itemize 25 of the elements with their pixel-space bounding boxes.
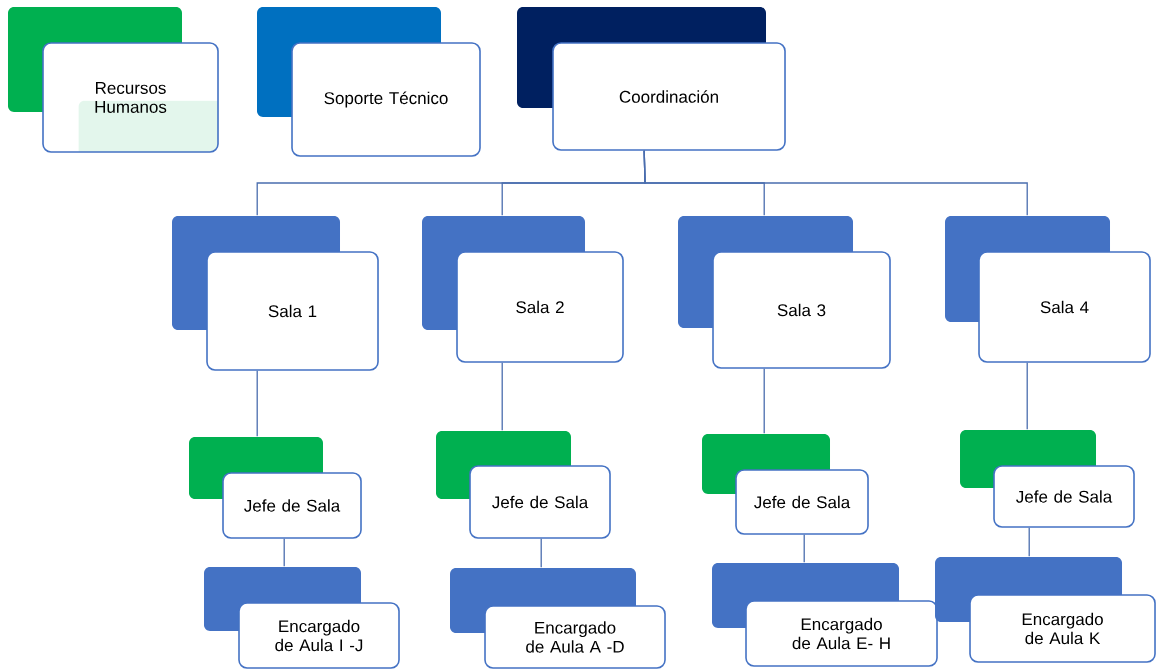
- connector-line: [540, 538, 542, 568]
- connector-line: [1026, 362, 1028, 430]
- connector-line: [643, 150, 1028, 216]
- connector-line: [763, 368, 765, 434]
- connector-line: [1028, 527, 1030, 557]
- org-box: Encargado de Aula A -D: [450, 568, 666, 669]
- connector-line: [501, 362, 503, 431]
- org-box: Encargado de Aula E- H: [712, 563, 938, 667]
- org-box: Coordinación: [517, 7, 786, 151]
- org-box: Encargado de Aula I -J: [204, 567, 400, 669]
- org-box: Jefe de Sala: [702, 434, 869, 535]
- org-box: Jefe de Sala: [436, 431, 611, 539]
- connector-line: [803, 534, 805, 563]
- org-box: Sala 1: [172, 216, 379, 371]
- connector-line: [283, 538, 285, 567]
- org-box: Sala 4: [945, 216, 1151, 363]
- org-box: Sala 2: [422, 216, 624, 363]
- org-box: Encargado de Aula K: [935, 557, 1156, 663]
- org-box: Recursos Humanos: [8, 7, 219, 153]
- org-box: Sala 3: [678, 216, 891, 369]
- org-box: Jefe de Sala: [960, 430, 1135, 528]
- org-box: Jefe de Sala: [189, 437, 362, 539]
- org-box: Soporte Técnico: [257, 7, 481, 157]
- connector-line: [256, 370, 258, 437]
- node-label: de Aula A -D: [526, 640, 624, 653]
